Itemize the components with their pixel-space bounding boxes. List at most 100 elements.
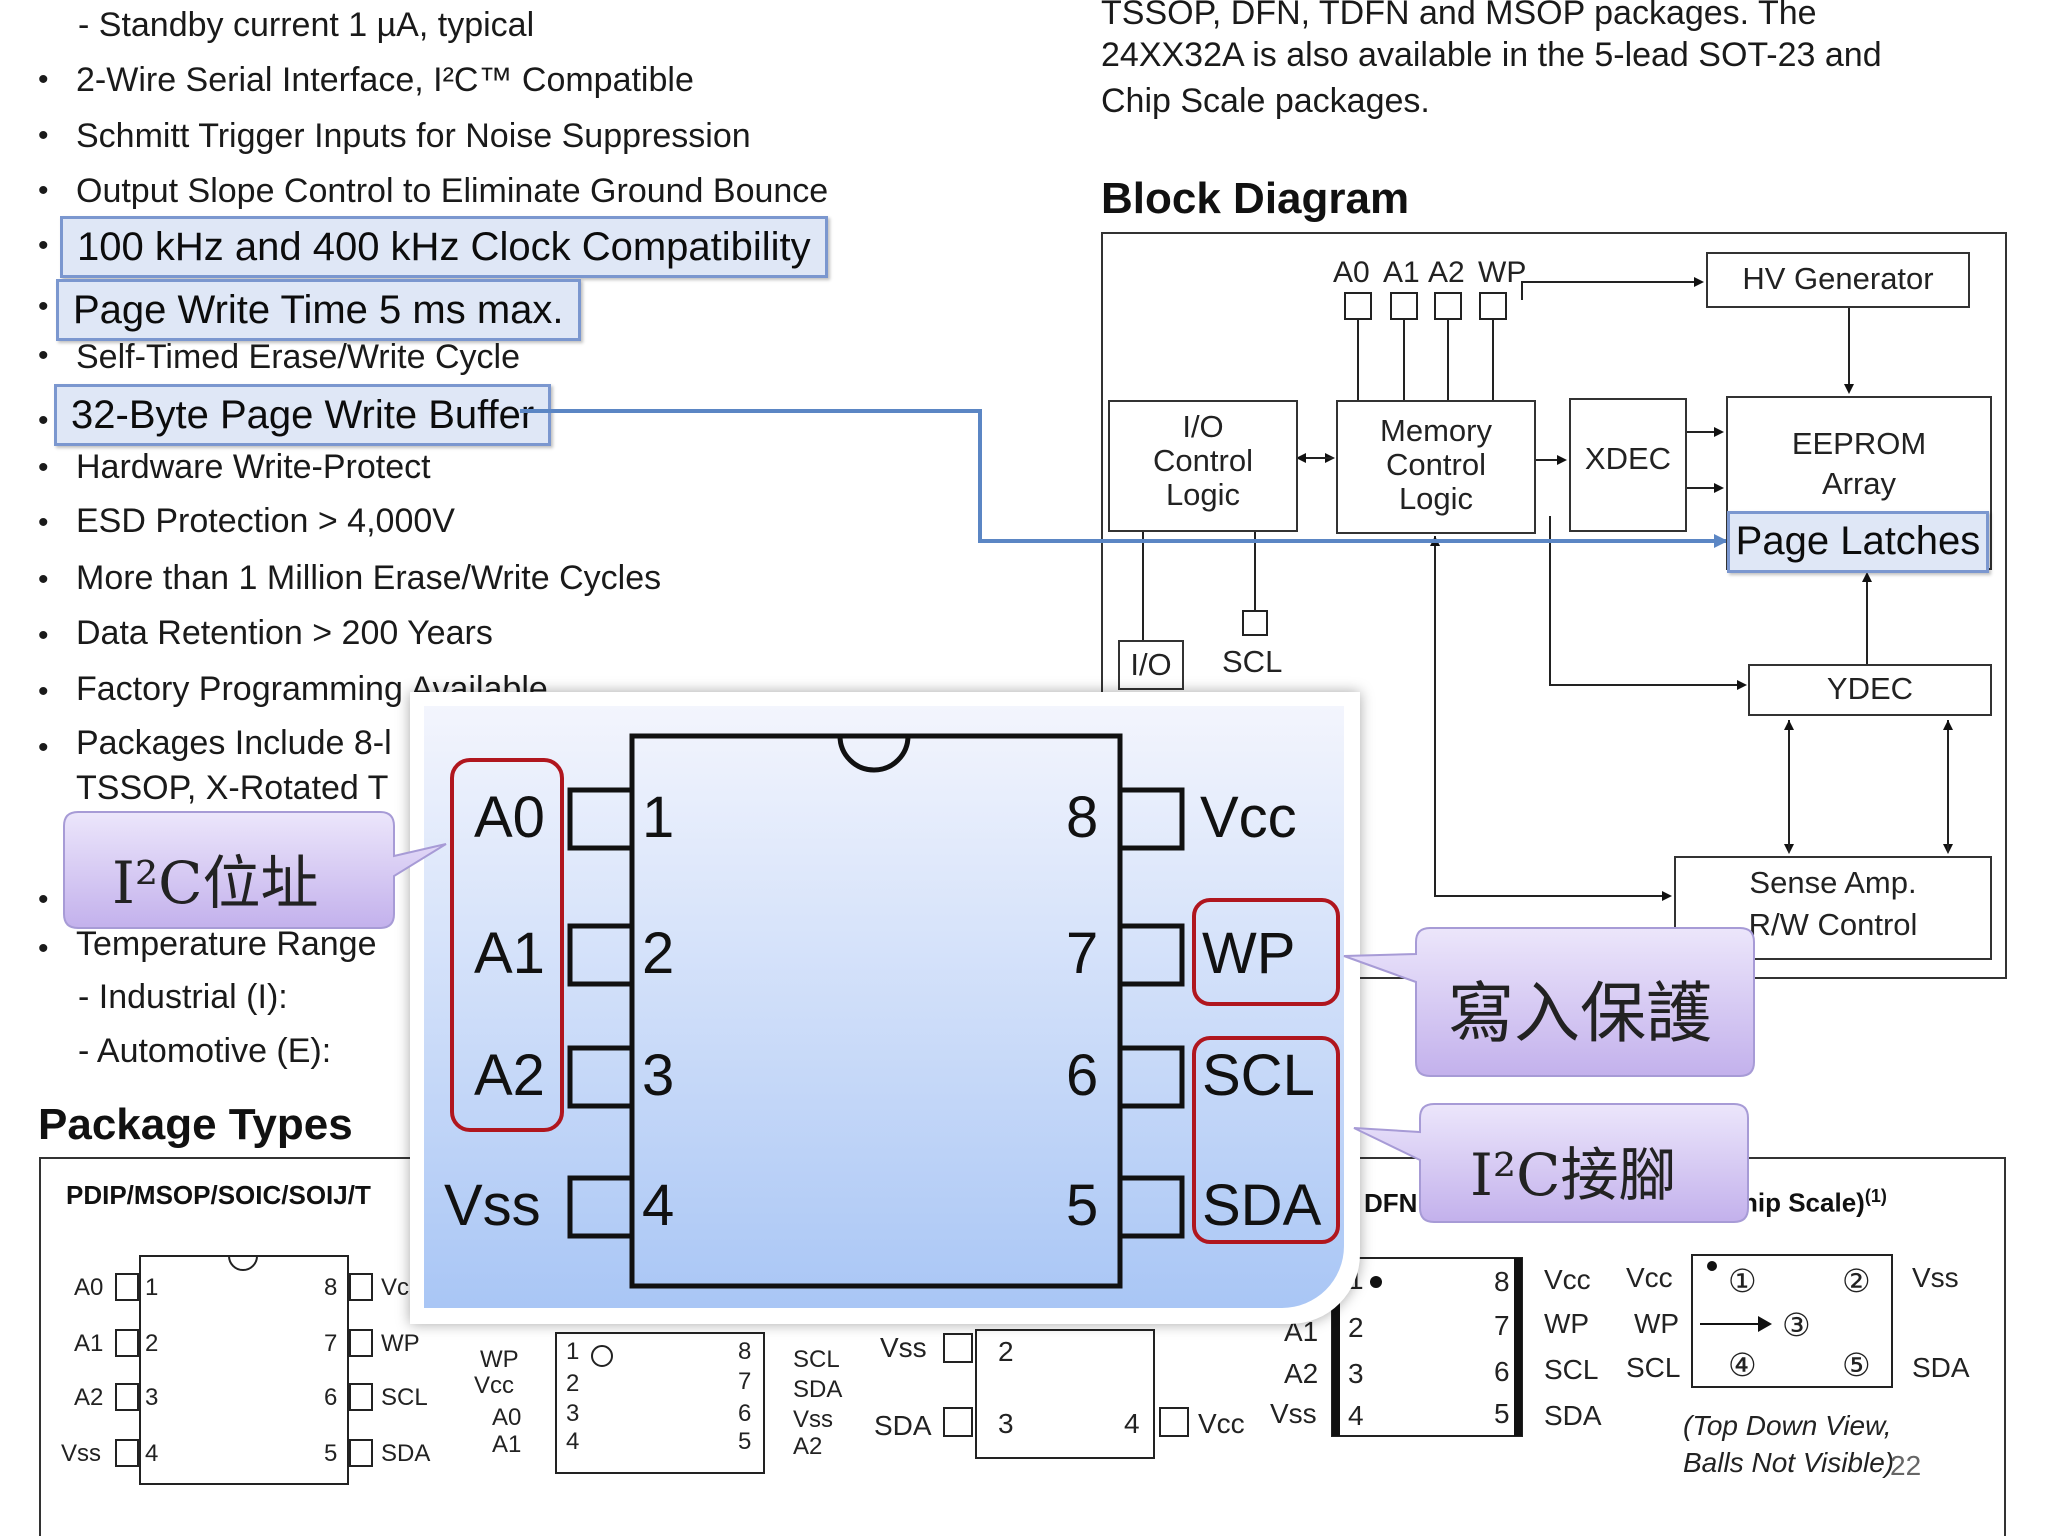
bullet: • xyxy=(38,63,49,96)
cs-pin-label: SCL xyxy=(1626,1352,1681,1383)
chip-pinout-panel xyxy=(424,706,1344,1308)
xdec-block: XDEC xyxy=(1569,398,1687,532)
callout-write-protect: 寫入保護 xyxy=(1448,975,1712,1052)
cs-note: (Top Down View, xyxy=(1683,1410,1892,1441)
pdip-pin-number: 1 xyxy=(145,1274,159,1301)
overlay-pin-label: SDA xyxy=(1202,1173,1322,1238)
pdip-pin-label: A1 xyxy=(74,1330,104,1357)
sot-pin-label: Vcc xyxy=(1198,1408,1245,1439)
sot-pin-number: 2 xyxy=(998,1336,1014,1367)
callout-i2c-address: I²C位址 xyxy=(112,849,319,917)
bullet: • xyxy=(38,451,49,484)
sot-pin-number: 4 xyxy=(1124,1408,1140,1439)
feature-item: Hardware Write-Protect xyxy=(76,448,431,486)
feature-item: Self-Timed Erase/Write Cycle xyxy=(76,338,520,376)
page-latches-highlight: Page Latches xyxy=(1727,511,1989,573)
io-control-logic-block: I/O Control Logic xyxy=(1108,400,1298,532)
dfn-pin-number: 8 xyxy=(1494,1266,1510,1297)
xdec-label: XDEC xyxy=(1584,441,1672,476)
tssop-pin-number: 8 xyxy=(738,1338,752,1365)
dfn-package-title: DFN xyxy=(1364,1188,1418,1218)
dfn-pin-label: A2 xyxy=(1284,1358,1319,1389)
feature-item: Data Retention > 200 Years xyxy=(76,614,493,652)
block-diagram-title: Block Diagram xyxy=(1101,174,1410,223)
tssop-pin-label: A1 xyxy=(492,1431,522,1458)
bullet: • xyxy=(38,619,49,652)
ydec-label: YDEC xyxy=(1826,671,1914,706)
feature-item: ESD Protection > 4,000V xyxy=(76,502,455,540)
tssop-pin-number: 2 xyxy=(566,1370,580,1397)
tssop-pin-label: SCL xyxy=(793,1346,840,1373)
io-pin-box: I/O xyxy=(1118,640,1184,690)
sense-amp-label: Sense Amp. xyxy=(1749,865,1917,900)
pdip-pin-label: A0 xyxy=(74,1274,104,1301)
pdip-pin-number: 4 xyxy=(145,1440,159,1467)
feature-item: - Industrial (I): xyxy=(78,978,288,1016)
bullet: • xyxy=(38,339,49,372)
bullet: • xyxy=(38,883,49,916)
cs-ball: ② xyxy=(1842,1263,1871,1299)
dfn-pin-number: 6 xyxy=(1494,1356,1510,1387)
chip-scale-title-text: hip Scale) xyxy=(1742,1187,1865,1218)
overlay-pin-label: A2 xyxy=(474,1043,545,1108)
bullet: • xyxy=(38,731,49,764)
highlight-page-write-buffer: 32-Byte Page Write Buffer xyxy=(54,384,552,446)
sot-pin-label: SDA xyxy=(874,1410,932,1441)
dfn-pin-number: 4 xyxy=(1348,1400,1364,1431)
package-types-title: Package Types xyxy=(38,1100,353,1149)
dfn-pin-label: Vcc xyxy=(1544,1264,1591,1295)
feature-item: Temperature Range xyxy=(76,925,377,963)
overlay-pin-label: Vss xyxy=(444,1173,541,1238)
io-pin-label: I/O xyxy=(1130,647,1172,682)
feature-item: 2-Wire Serial Interface, I²C™ Compatible xyxy=(76,61,694,99)
tssop-pin-label: SDA xyxy=(793,1376,843,1403)
overlay-pin-label: Vcc xyxy=(1200,785,1297,850)
pdip-package-title: PDIP/MSOP/SOIC/SOIJ/T xyxy=(66,1180,371,1210)
eeprom-array-label: EEPROM Array xyxy=(1791,426,1927,501)
bullet: • xyxy=(38,675,49,708)
tssop-pin-label: Vcc xyxy=(474,1372,515,1399)
cs-pin-label: Vcc xyxy=(1626,1262,1673,1293)
pdip-pin-label: Vc xyxy=(381,1274,410,1301)
description-line: 24XX32A is also available in the 5-lead … xyxy=(1101,36,1882,74)
overlay-pin-number: 6 xyxy=(1066,1043,1099,1108)
memory-control-logic-block: Memory Control Logic xyxy=(1336,400,1536,534)
pin-label-a0: A0 xyxy=(1333,256,1370,289)
memory-control-logic-label: Memory Control Logic xyxy=(1380,413,1492,516)
cs-ball: ③ xyxy=(1782,1307,1811,1343)
tssop-pin-number: 7 xyxy=(738,1368,752,1395)
dfn-pin-number: 7 xyxy=(1494,1310,1510,1341)
overlay-pin-number: 4 xyxy=(642,1173,675,1238)
pdip-pin-number: 3 xyxy=(145,1384,159,1411)
pdip-pin-label: Vss xyxy=(61,1440,102,1467)
overlay-pin-label: A0 xyxy=(474,785,545,850)
overlay-pin-label: SCL xyxy=(1202,1043,1315,1108)
bullet: • xyxy=(38,563,49,596)
overlay-pin-label: WP xyxy=(1202,921,1296,986)
tssop-pin-label: WP xyxy=(480,1346,519,1373)
bullet: • xyxy=(38,404,49,437)
tssop-pin-label: A0 xyxy=(492,1404,522,1431)
callout-i2c-pins: I²C接腳 xyxy=(1470,1141,1677,1209)
overlay-pin-number: 8 xyxy=(1066,785,1099,850)
rw-control-label: R/W Control xyxy=(1748,907,1918,942)
feature-item: Packages Include 8-l xyxy=(76,724,392,762)
overlay-pin-label: A1 xyxy=(474,921,545,986)
scl-pin-label: SCL xyxy=(1222,644,1283,679)
tssop-pin-number: 1 xyxy=(566,1338,580,1365)
feature-item: More than 1 Million Erase/Write Cycles xyxy=(76,559,662,597)
bullet: • xyxy=(38,506,49,539)
pdip-pin-number: 8 xyxy=(324,1274,338,1301)
cs-ball: ⑤ xyxy=(1842,1347,1871,1383)
tssop-pin-number: 4 xyxy=(566,1428,580,1455)
highlight-clock-compatibility: 100 kHz and 400 kHz Clock Compatibility xyxy=(60,216,828,278)
pdip-pin-number: 7 xyxy=(324,1330,338,1357)
feature-standby-current: - Standby current 1 µA, typical xyxy=(78,6,535,44)
bullet: • xyxy=(38,229,49,262)
bullet: • xyxy=(38,174,49,207)
overlay-pin-number: 3 xyxy=(642,1043,675,1108)
pin-label-a1: A1 xyxy=(1383,256,1420,289)
pdip-pin-number: 5 xyxy=(324,1440,338,1467)
